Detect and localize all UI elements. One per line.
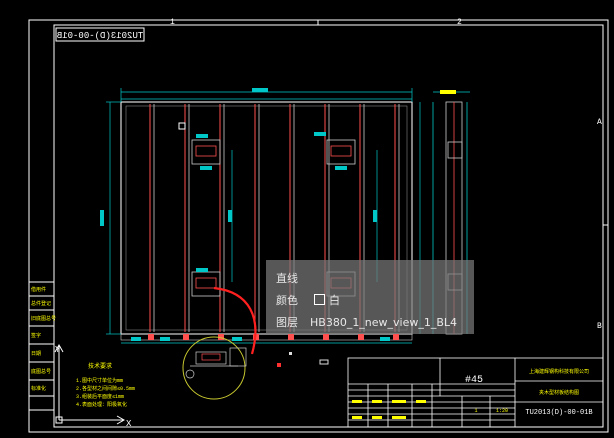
- left-table-cell: 日期: [31, 351, 41, 357]
- title-block-cell-text: [352, 400, 362, 403]
- tooltip-row-type: 直线: [276, 270, 310, 286]
- left-table-cell: 底图总号: [31, 368, 51, 375]
- title-block-cell-text: [372, 416, 382, 419]
- tooltip-row-color: 颜色 白: [276, 292, 340, 308]
- tooltip-color-value: 白: [329, 294, 340, 307]
- note-line: 2.各型材之间间隙≤0.5mm: [76, 385, 135, 392]
- side-dim-label: [440, 90, 456, 94]
- title-block-cell-text: [392, 416, 406, 419]
- tooltip-type: 直线: [276, 272, 298, 285]
- dim-text: [252, 88, 268, 92]
- dim-text: [100, 210, 104, 226]
- dim-text: [131, 337, 141, 341]
- title-block-scale: 1:20: [496, 408, 508, 414]
- top-code: TU2013(D)-00-01B: [56, 31, 143, 41]
- note-line: 4.表面处理：阳极氧化: [76, 401, 127, 408]
- tooltip-color-key: 颜色: [276, 294, 298, 307]
- title-block-sheet: 1: [474, 408, 477, 414]
- dim-label: [200, 166, 212, 170]
- left-table-cell: 总件登记: [31, 300, 51, 307]
- grip-marker: [277, 363, 281, 367]
- main-panel-view[interactable]: [120, 101, 413, 341]
- drawing-inner-border: [53, 24, 604, 428]
- title-block-company: 上海建辉钢构科技有限公司: [529, 368, 589, 375]
- leader-arrow: [213, 286, 257, 355]
- note-line: 1.图中尺寸单位为mm: [76, 377, 123, 384]
- dim-text: [380, 337, 390, 341]
- title-block-cell-text: [352, 416, 362, 419]
- note-line: 3.组装后平面度≤1mm: [76, 393, 124, 400]
- title-block-cell-text: [416, 400, 426, 403]
- detail-callout-circle[interactable]: [182, 336, 246, 400]
- dim-label: [335, 166, 347, 170]
- ucs-icon: [54, 343, 126, 425]
- title-block-drawing-name: 夹木型材板结构图: [539, 389, 579, 396]
- tooltip-row-layer: 图层 HB380_1_new_view_1_BL4: [276, 314, 457, 330]
- zone-label-B: B: [597, 322, 602, 331]
- dim-text: [228, 210, 232, 222]
- dim-text: [160, 337, 170, 341]
- title-block-part-number: #45: [465, 375, 483, 386]
- ucs-y-label: Y: [55, 345, 61, 355]
- zone-label-1: 1: [170, 18, 175, 27]
- zone-label-2: 2: [457, 18, 462, 27]
- rollover-tooltip: 直线 颜色 白 图层 HB380_1_new_view_1_BL4: [266, 260, 474, 334]
- dim-label: [314, 132, 326, 136]
- left-table-cell: 标准化: [31, 385, 46, 392]
- dim-text: [373, 210, 377, 222]
- left-table-cell: 借用件: [31, 286, 46, 293]
- title-block-cell-text: [392, 400, 406, 403]
- tooltip-layer-key: 图层: [276, 316, 298, 329]
- grip-marker: [289, 352, 292, 355]
- top-code-box: [55, 27, 145, 42]
- dim-label: [196, 134, 208, 138]
- grip-marker: [319, 359, 329, 365]
- notes-title: 技术要求: [88, 362, 112, 370]
- ucs-x-label: X: [126, 419, 132, 429]
- left-table-cell: 旧底图总号: [31, 315, 56, 322]
- left-revision-table: [28, 281, 55, 411]
- title-block-drawing-number: TU2013(D)-00-01B: [525, 409, 592, 417]
- drawing-outer-border: [28, 19, 609, 433]
- tooltip-layer-value: HB380_1_new_view_1_BL4: [310, 316, 458, 329]
- zone-label-A: A: [597, 118, 602, 127]
- section-marker: [178, 122, 186, 130]
- left-table-cell: 签字: [31, 332, 41, 339]
- title-block-cell-text: [372, 400, 382, 403]
- detail-callout-content: [185, 347, 247, 379]
- color-swatch-icon: [314, 294, 325, 305]
- dim-label: [196, 268, 208, 272]
- dim-text: [232, 337, 242, 341]
